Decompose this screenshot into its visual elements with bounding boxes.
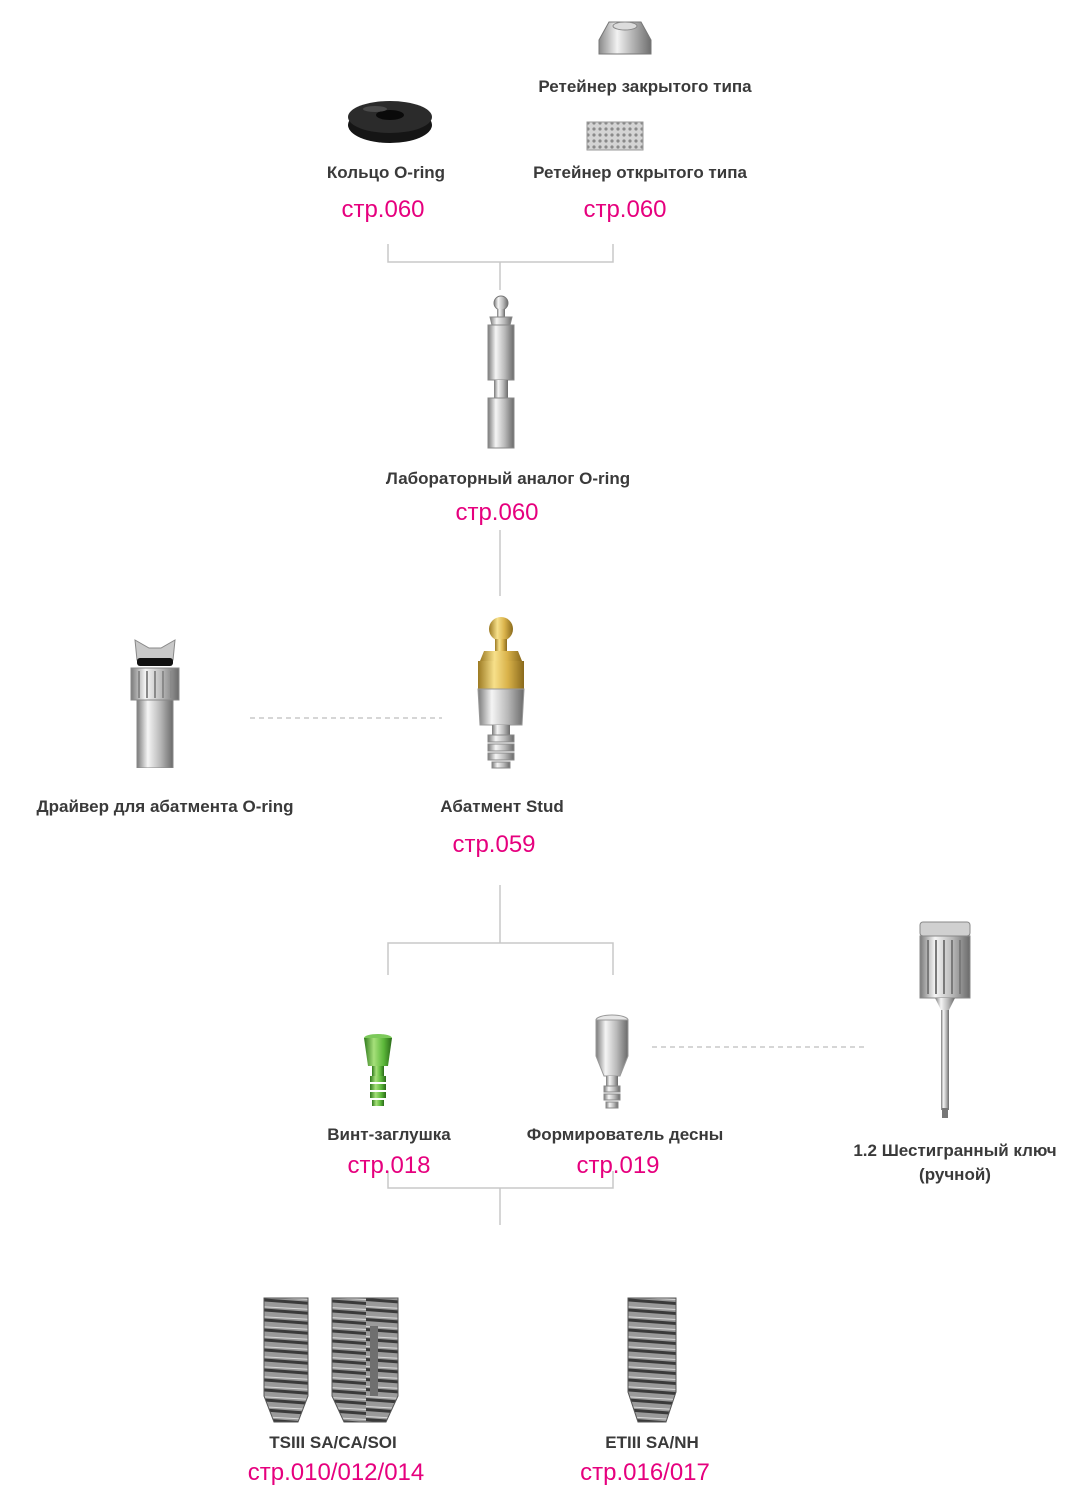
o-ring-icon	[348, 101, 432, 143]
tsiii-page-ref[interactable]: стр.010/012/014	[247, 1459, 425, 1486]
closed-retainer-icon	[598, 21, 652, 55]
hex-driver-icon	[919, 921, 971, 1118]
abutment-driver-icon	[130, 639, 180, 768]
open-retainer-page-ref[interactable]: стр.060	[583, 196, 667, 223]
cover-screw-label: Винт-заглушка	[327, 1125, 451, 1144]
tsiii-label: TSIII SA/CA/SOI	[269, 1433, 397, 1452]
etiii-page-ref[interactable]: стр.016/017	[580, 1459, 710, 1486]
stud-abutment-label: Абатмент Stud	[440, 797, 564, 816]
healing-abutment-icon	[595, 1014, 629, 1109]
healing-abutment-page-ref[interactable]: стр.019	[576, 1152, 660, 1179]
closed-retainer-label: Ретейнер закрытого типа	[538, 77, 752, 96]
hex-driver-label-line1: 1.2 Шестигранный ключ	[853, 1141, 1057, 1160]
o-ring-page-ref[interactable]: стр.060	[341, 196, 425, 223]
etiii-label: ETIII SA/NH	[605, 1433, 699, 1452]
connector-bottom	[387, 1171, 614, 1225]
lab-analog-icon	[487, 295, 515, 449]
open-retainer-icon	[586, 121, 644, 151]
cover-screw-icon	[364, 1034, 392, 1106]
stud-abutment-icon	[477, 617, 525, 769]
tsiii-implant-icon	[263, 1297, 399, 1423]
o-ring-label: Кольцо O-ring	[326, 163, 446, 182]
lab-analog-page-ref[interactable]: стр.060	[455, 499, 539, 526]
hex-driver-label-line2: (ручной)	[919, 1165, 991, 1184]
lab-analog-label: Лабораторный аналог O-ring	[385, 469, 631, 488]
cover-screw-page-ref[interactable]: стр.018	[347, 1152, 431, 1179]
open-retainer-label: Ретейнер открытого типа	[533, 163, 747, 182]
abutment-driver-label: Драйвер для абатмента O-ring	[36, 797, 294, 816]
connector-top	[387, 244, 614, 290]
healing-abutment-label: Формирователь десны	[526, 1125, 724, 1144]
connector-stud-split	[387, 885, 614, 975]
stud-abutment-page-ref[interactable]: стр.059	[452, 831, 536, 858]
etiii-implant-icon	[627, 1297, 677, 1423]
